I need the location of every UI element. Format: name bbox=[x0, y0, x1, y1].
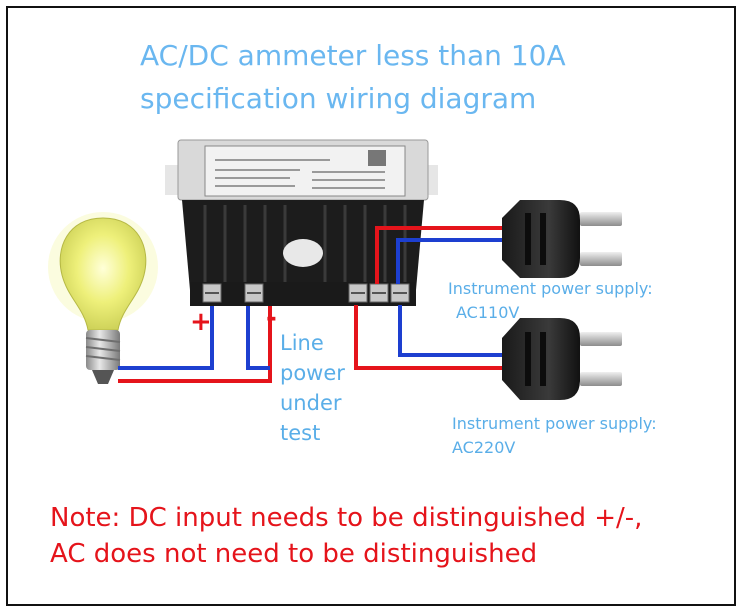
line-label-word: power bbox=[280, 361, 345, 385]
light-bulb-icon bbox=[48, 212, 158, 384]
panel-meter-icon bbox=[165, 139, 438, 306]
supply-220-label: Instrument power supply: AC220V bbox=[452, 412, 657, 460]
minus-polarity-label: - bbox=[266, 303, 277, 333]
line-label-word: test bbox=[280, 421, 321, 445]
power-plug-icon bbox=[502, 318, 622, 400]
diagram-title: AC/DC ammeter less than 10A specificatio… bbox=[140, 34, 566, 120]
plus-polarity-label: + bbox=[190, 307, 212, 337]
line-under-test-label: Line power under test bbox=[280, 328, 345, 448]
note-line-2: AC does not need to be distinguished bbox=[50, 539, 538, 569]
supply-110-label: Instrument power supply: AC110V bbox=[448, 277, 653, 325]
title-line-2: specification wiring diagram bbox=[140, 82, 537, 115]
supply-110-caption: Instrument power supply: bbox=[448, 279, 653, 298]
title-line-1: AC/DC ammeter less than 10A bbox=[140, 39, 566, 72]
note-line-1: Note: DC input needs to be distinguished… bbox=[50, 503, 643, 533]
wiring-note: Note: DC input needs to be distinguished… bbox=[50, 500, 642, 572]
line-label-word: under bbox=[280, 391, 342, 415]
power-plug-icon bbox=[502, 200, 622, 278]
diagram-frame bbox=[6, 6, 736, 606]
supply-wires bbox=[354, 226, 505, 370]
supply-220-voltage: AC220V bbox=[452, 438, 516, 457]
supply-220-caption: Instrument power supply: bbox=[452, 414, 657, 433]
line-label-word: Line bbox=[280, 331, 324, 355]
supply-110-voltage: AC110V bbox=[456, 303, 520, 322]
bulb-wires bbox=[118, 300, 272, 383]
